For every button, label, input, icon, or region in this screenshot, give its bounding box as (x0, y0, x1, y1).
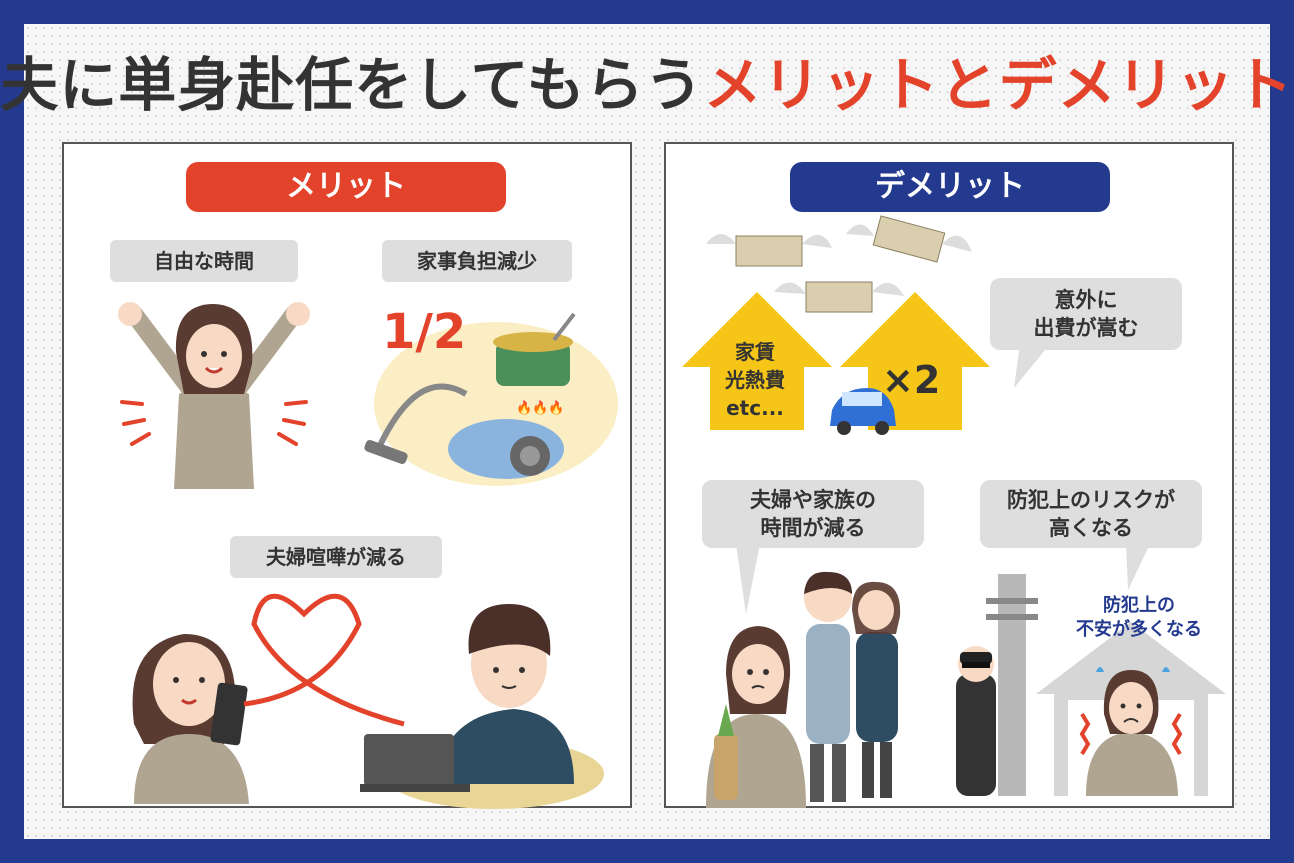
security-bubble-tail (1126, 544, 1150, 590)
svg-text:🔥🔥🔥: 🔥🔥🔥 (516, 400, 565, 416)
merit-item-housework: 家事負担減少 (382, 240, 572, 282)
merit-panel: メリット 自由な時間 家事負担減少 夫婦喧嘩が減る 🔥🔥🔥 1/2 (62, 142, 632, 809)
family-bubble-line1: 夫婦や家族の (750, 488, 876, 512)
demerit-panel: デメリット 家賃 光熱費 etc... ×2 意外に 出費が嵩む 夫婦や家族の … (664, 142, 1234, 808)
anxiety-label: 防犯上の 不安が多くなる (1054, 594, 1224, 642)
fraction-label: 1/2 (382, 304, 467, 360)
merit-header: メリット (186, 162, 506, 212)
family-bubble-line2: 時間が減る (760, 516, 866, 540)
couple-heart-illustration (132, 593, 604, 809)
anxiety-label-line2: 不安が多くなる (1076, 619, 1202, 640)
house-label-utilities: 光熱費 (725, 368, 785, 392)
expense-bubble-line1: 意外に (1054, 288, 1118, 312)
housework-illustration: 🔥🔥🔥 (364, 312, 618, 486)
houses-arrow-illustration (682, 292, 990, 435)
house-label-rent: 家賃 (735, 340, 775, 364)
security-bubble: 防犯上のリスクが 高くなる (980, 480, 1202, 548)
house-label-etc: etc... (726, 396, 784, 420)
demerit-header: デメリット (790, 162, 1110, 212)
flying-money-illustration (706, 215, 972, 313)
title-part1: 夫に単身赴任をしてもらう (0, 51, 704, 119)
title-part2: メリットとデメリット (703, 51, 1294, 119)
house-cost-label: 家賃 光熱費 etc... (710, 338, 800, 422)
expense-bubble-line2: 出費が嵩む (1033, 316, 1139, 340)
family-illustration (706, 571, 901, 808)
security-bubble-line1: 防犯上のリスクが (1007, 488, 1175, 512)
family-time-bubble: 夫婦や家族の 時間が減る (702, 480, 924, 548)
security-bubble-line2: 高くなる (1049, 516, 1133, 540)
merit-item-free-time: 自由な時間 (110, 240, 298, 282)
merit-item-fewer-fights: 夫婦喧嘩が減る (230, 536, 442, 578)
times-two-label: ×2 (882, 358, 941, 402)
page-title: 夫に単身赴任をしてもらうメリットとデメリット (0, 38, 1294, 122)
expense-bubble: 意外に 出費が嵩む (990, 278, 1182, 350)
cheering-woman-illustration (118, 302, 310, 489)
security-illustration (956, 574, 1226, 796)
family-bubble-tail (736, 544, 760, 614)
anxiety-label-line1: 防犯上の (1103, 595, 1175, 616)
expense-bubble-tail (1014, 344, 1050, 388)
